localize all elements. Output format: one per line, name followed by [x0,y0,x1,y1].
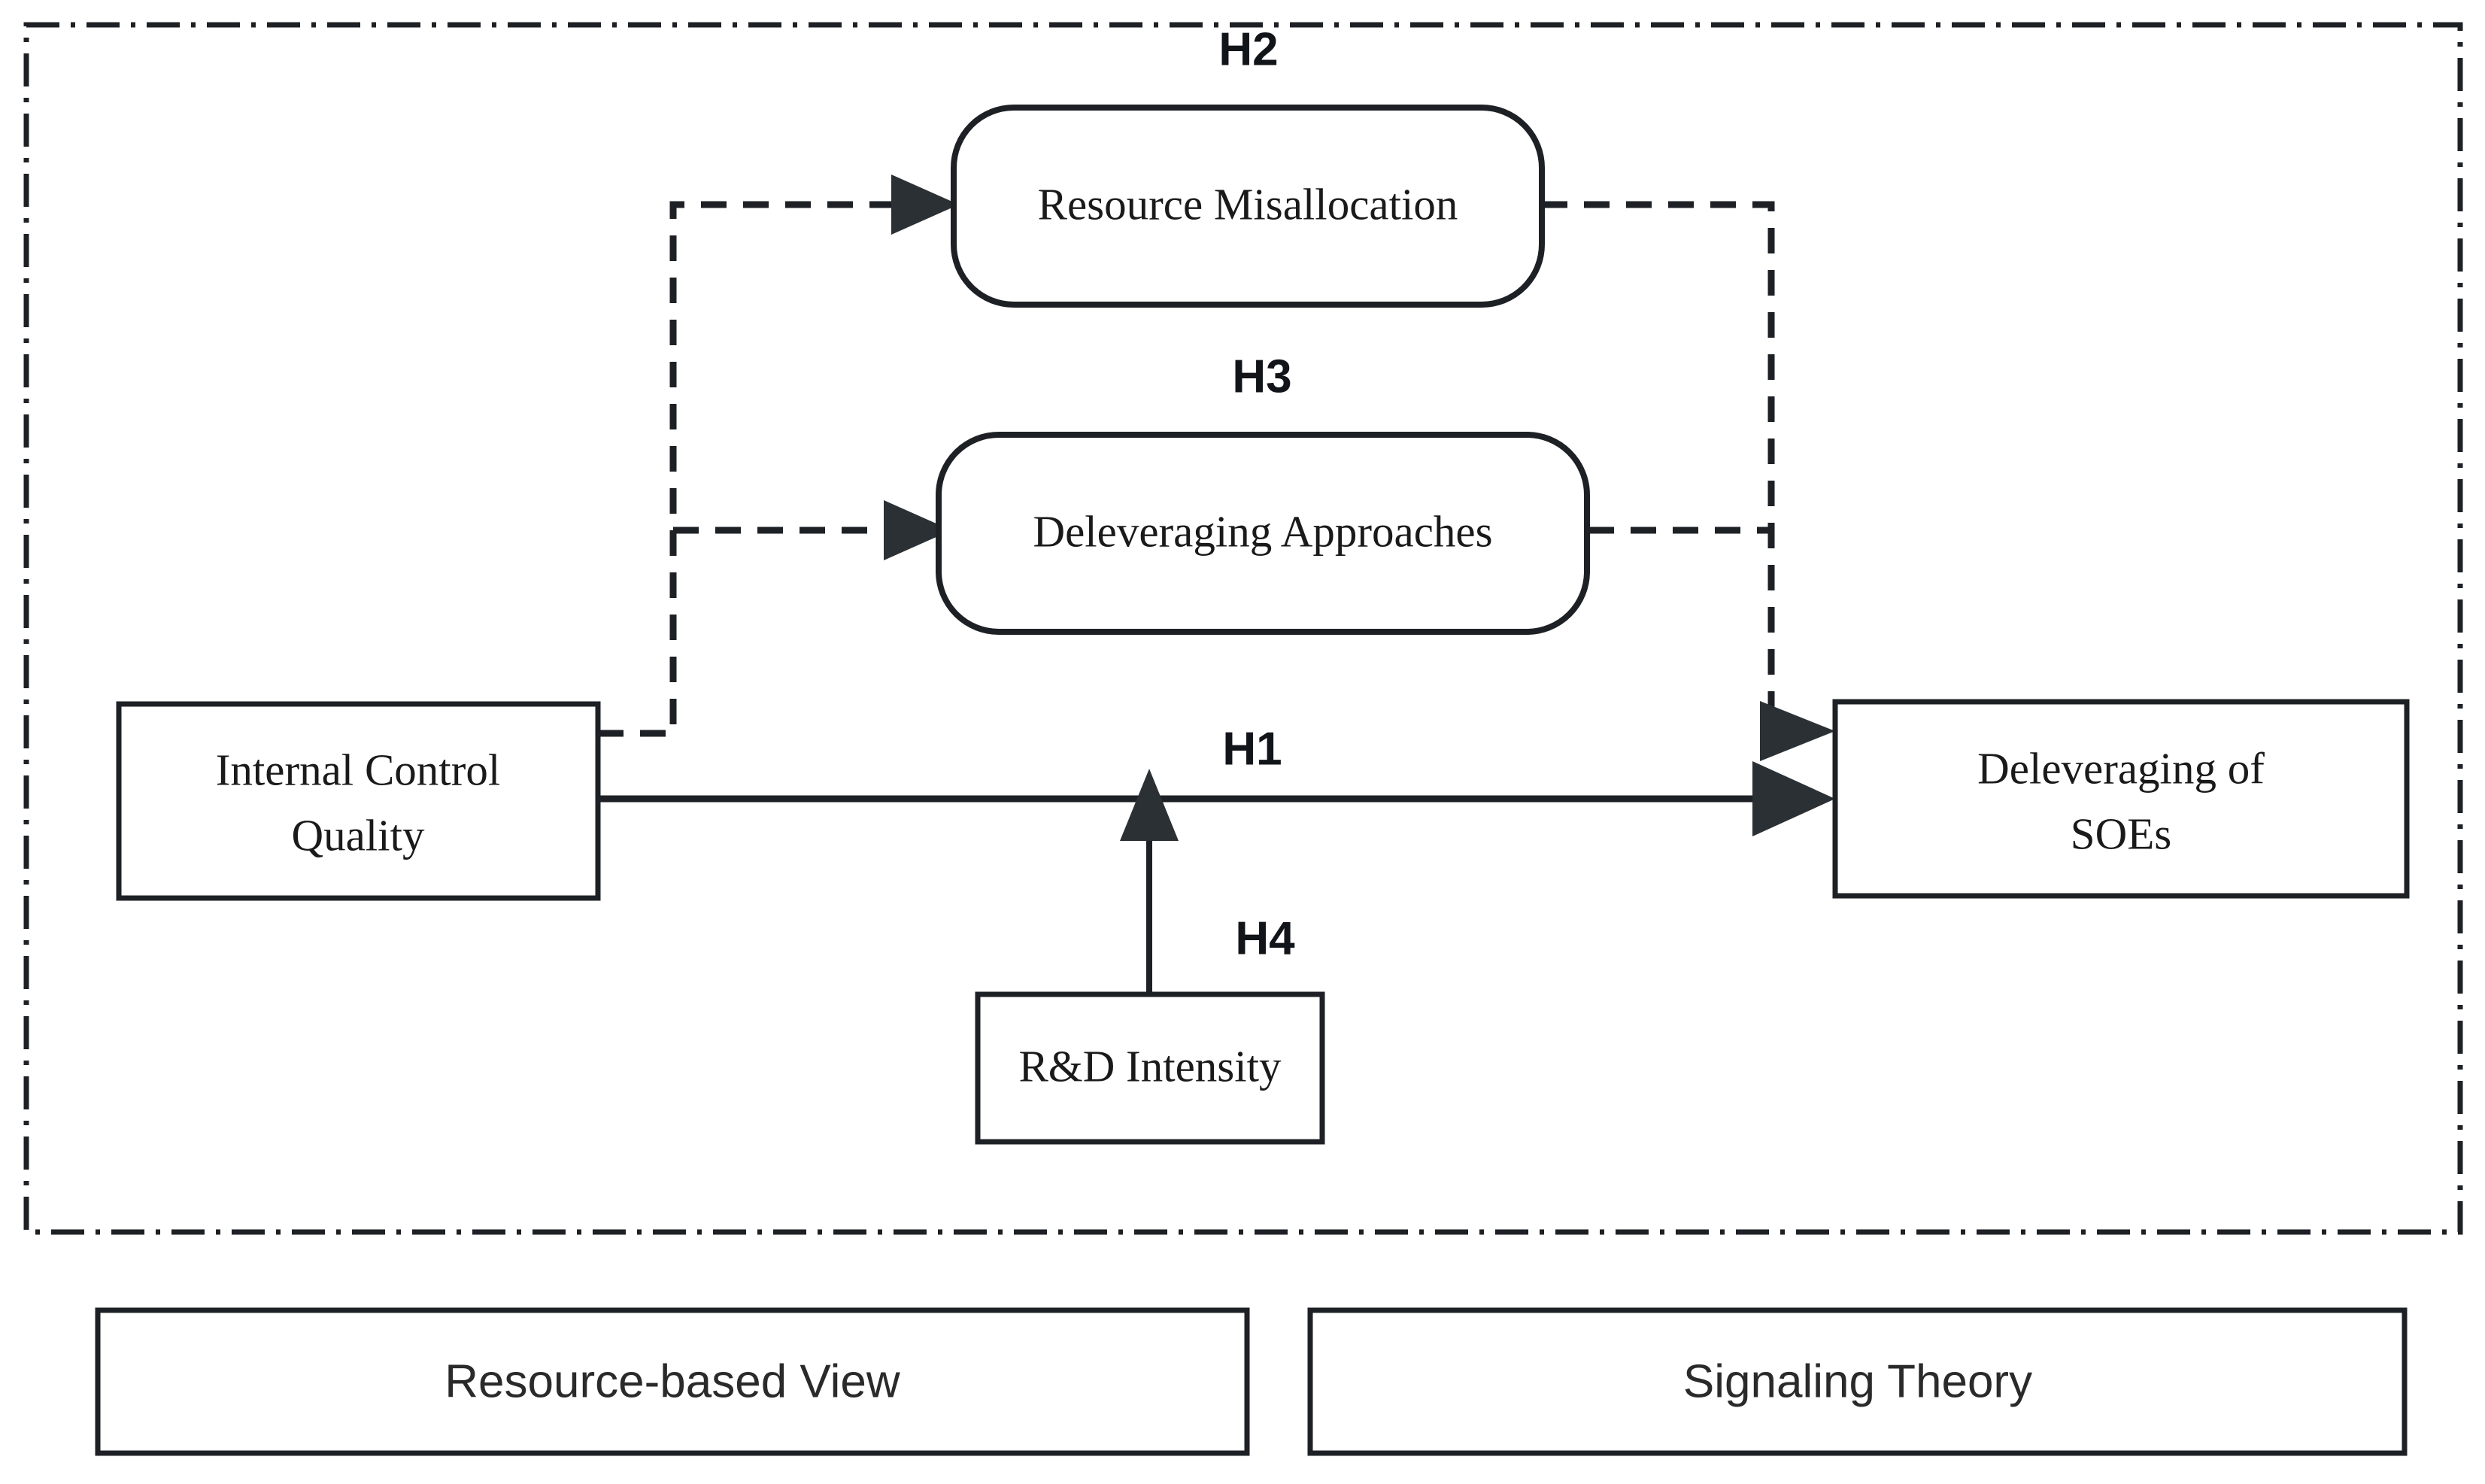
hypothesis-label-h3: H3 [1232,351,1291,402]
theory-box-signaling-theory[interactable] [1307,1307,2408,1456]
node-internal-control-quality-label-line1: Internal Control [216,745,501,795]
node-deleveraging-approaches-label: Deleveraging Approaches [1033,507,1492,557]
hypothesis-label-h2: H2 [1218,23,1278,75]
node-deleveraging-of-soes-label-line1: Deleveraging of [1977,744,2265,794]
node-rd-intensity-label: R&D Intensity [1018,1042,1282,1091]
theory-box-resource-based-view[interactable] [95,1307,1250,1456]
mediated-arrowhead-into-soes [1760,701,1835,761]
node-rd-intensity[interactable] [975,991,1325,1145]
node-deleveraging-of-soes-label-line2: SOEs [2071,809,2171,859]
node-deleveraging-approaches[interactable] [936,432,1590,635]
h2-arrowhead-in [891,174,959,235]
hypothesis-label-h1: H1 [1222,723,1282,775]
hypothesis-label-h4: H4 [1235,912,1295,964]
node-resource-misallocation[interactable] [951,105,1545,308]
h2-dashed-connector-in [598,201,891,737]
h4-arrowhead [1120,769,1179,841]
h1-arrowhead [1752,761,1835,836]
theory-label-signaling-theory: Signaling Theory [1683,1355,2032,1407]
model-boundary-frame [23,22,2463,1235]
node-internal-control-quality[interactable] [116,701,601,901]
h3-arrowhead-in [884,500,951,560]
theory-label-resource-based-view: Resource-based View [445,1355,900,1407]
node-internal-control-quality-label-line2: Quality [292,811,425,860]
node-resource-misallocation-label: Resource Misallocation [1038,180,1458,229]
node-deleveraging-of-soes[interactable] [1832,699,2410,899]
